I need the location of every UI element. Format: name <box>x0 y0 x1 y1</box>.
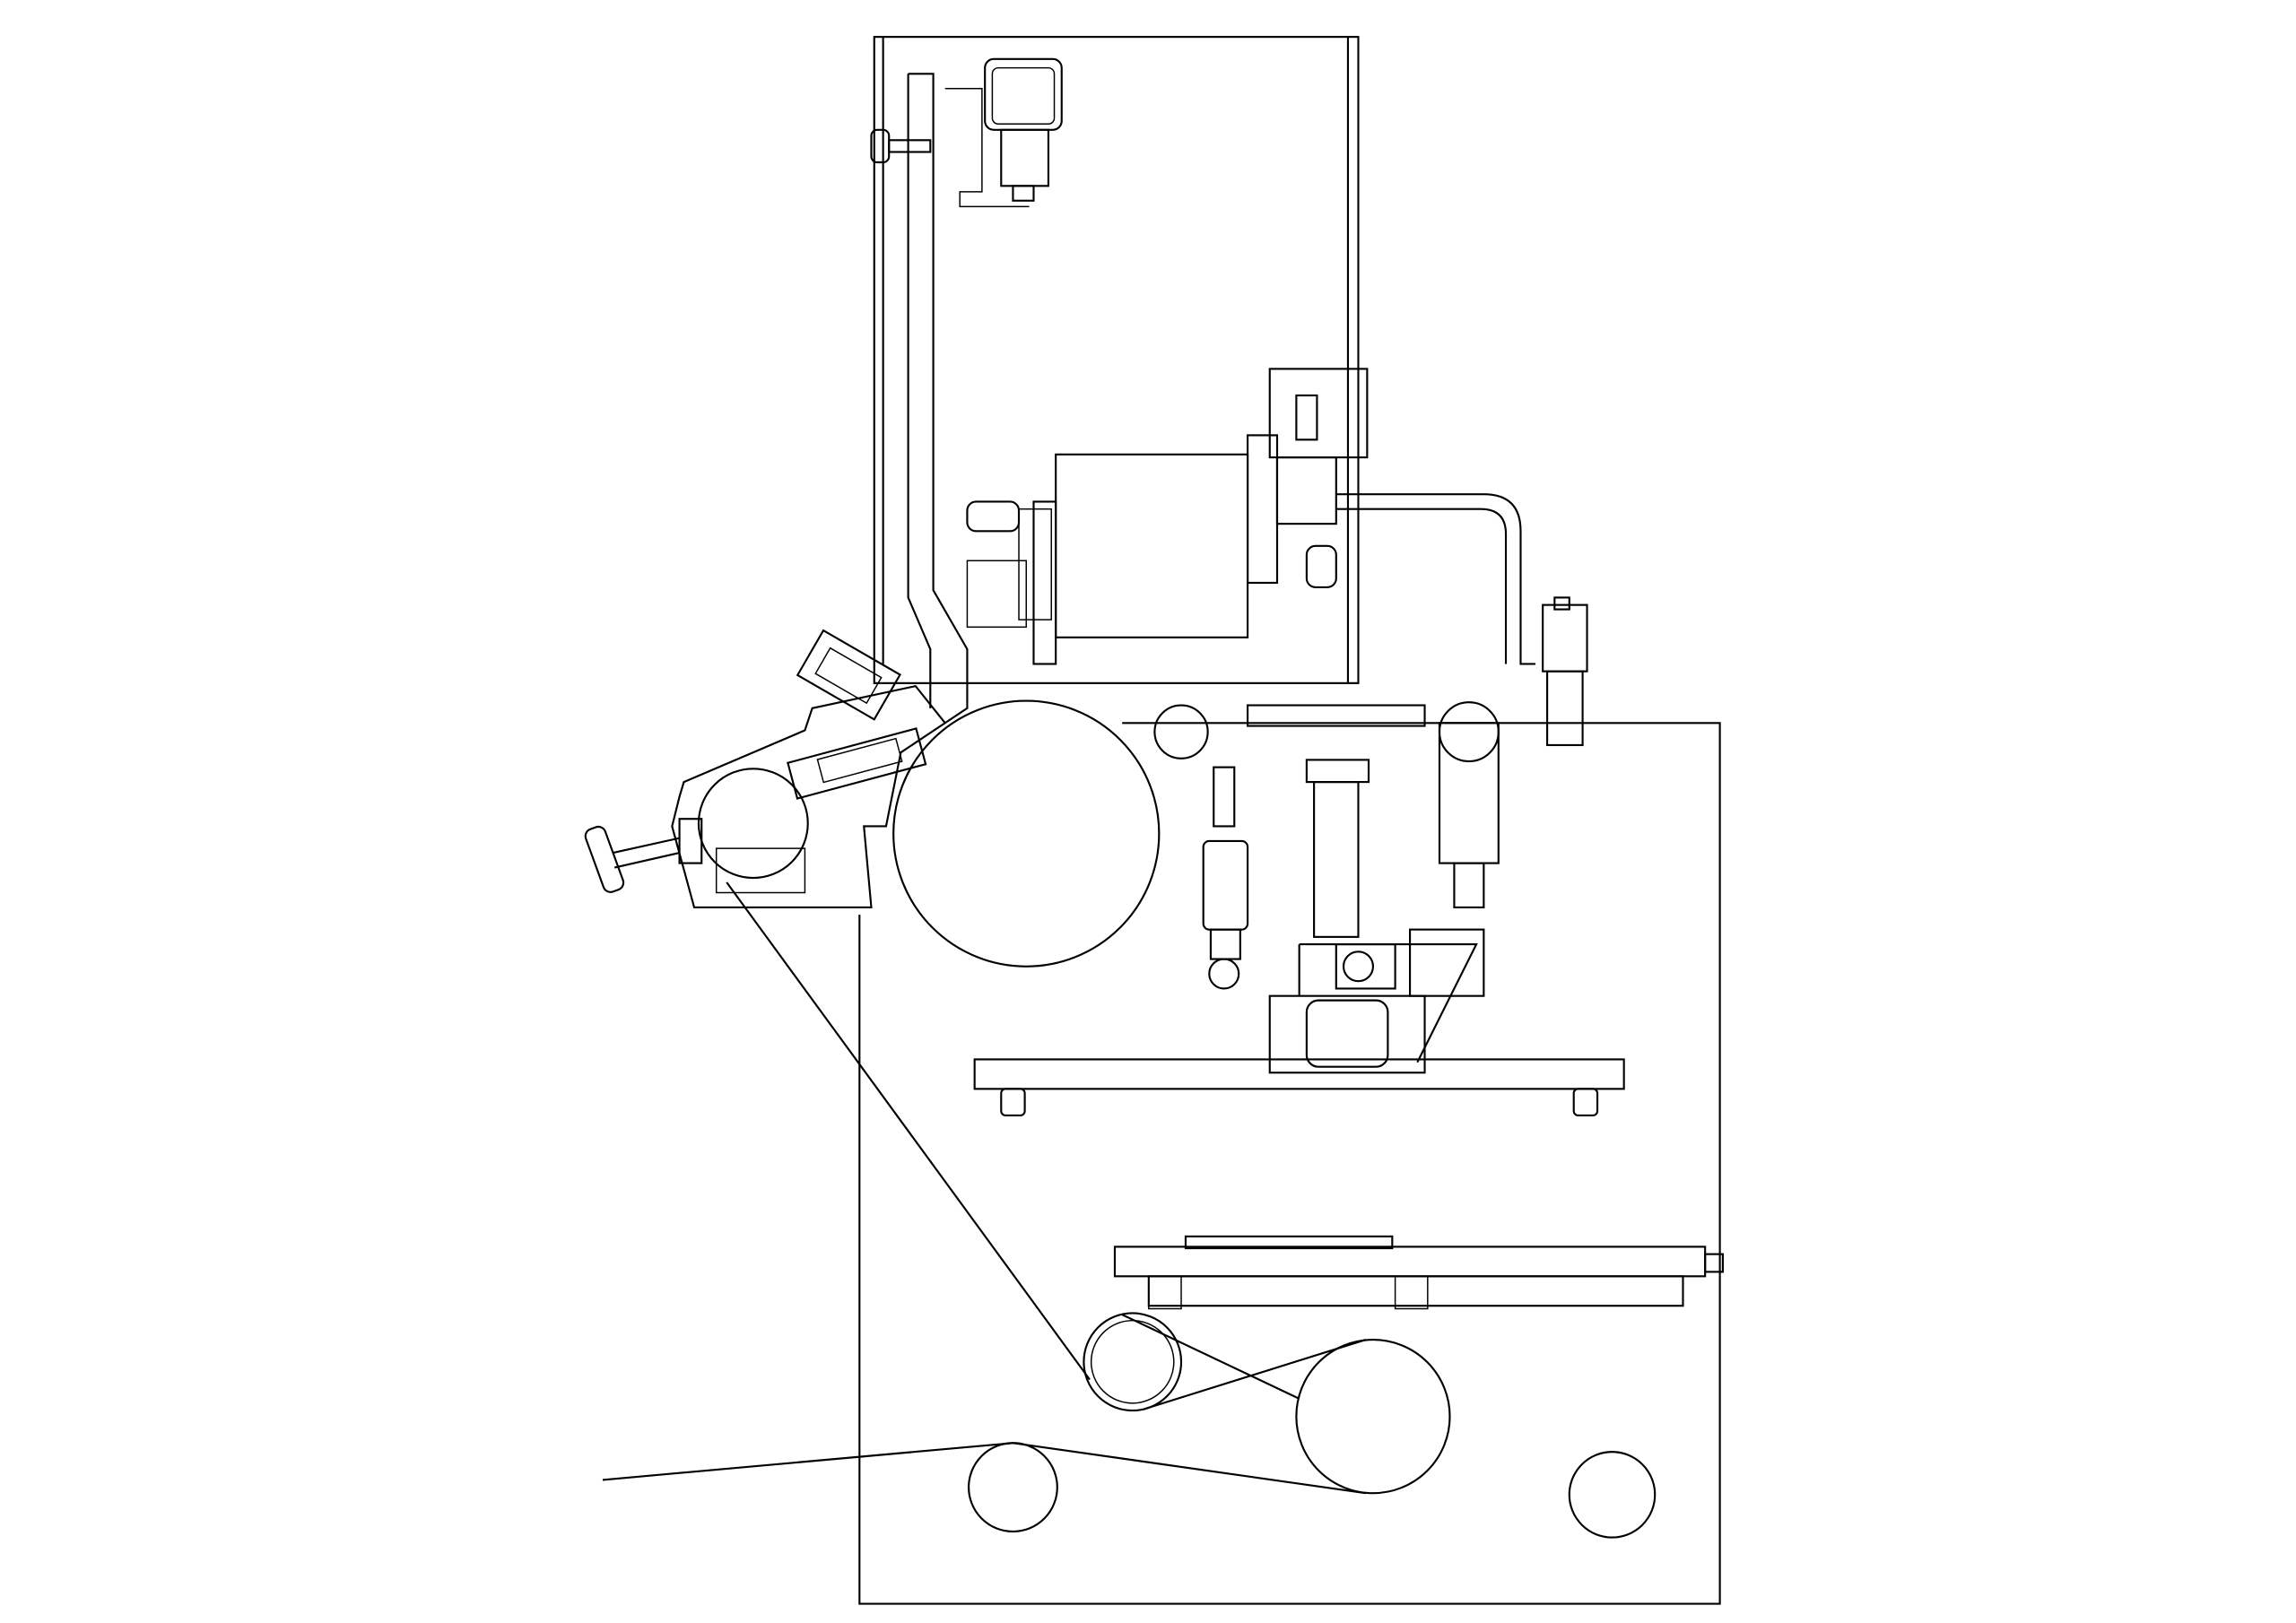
air-pipe <box>1335 493 1535 665</box>
idler-roller-right <box>1568 1451 1657 1539</box>
web-path <box>602 881 1367 1495</box>
idler-roller-left <box>968 1442 1058 1533</box>
label-head <box>671 629 947 909</box>
main-drum <box>892 699 1161 968</box>
platform <box>973 1058 1625 1117</box>
pneumatic-cylinder <box>1202 766 1249 990</box>
vertical-arm <box>907 73 969 725</box>
tension-roller <box>1083 1312 1183 1412</box>
guide-roller-left <box>1153 704 1209 759</box>
tray <box>1113 1235 1724 1310</box>
lower-cabinet <box>858 722 1721 1605</box>
valve-component <box>1542 596 1588 747</box>
guide-roller-right <box>1438 701 1500 763</box>
roller-rail <box>1246 704 1426 727</box>
sensor-box <box>1268 368 1369 588</box>
peel-roller <box>697 768 809 880</box>
top-sensor <box>944 57 1063 208</box>
adjust-knob-top <box>870 128 932 164</box>
adjust-knob-left <box>584 818 703 893</box>
lift-column <box>1268 722 1500 1074</box>
drive-roller <box>1295 1339 1451 1495</box>
motor-unit <box>966 434 1279 665</box>
upper-cabinet <box>873 36 1360 684</box>
